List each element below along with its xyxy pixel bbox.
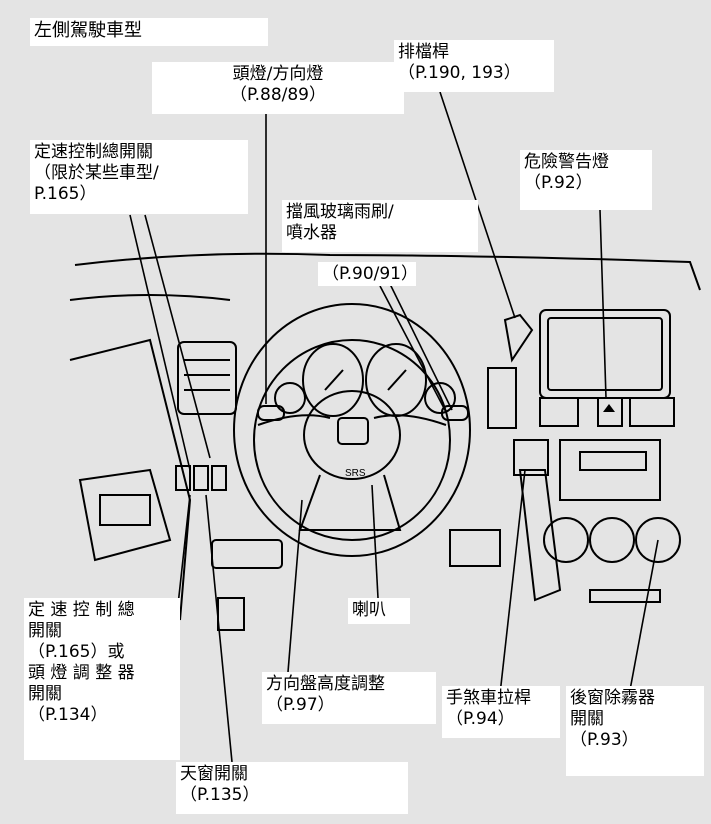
switch-2	[193, 465, 209, 491]
label-hazard: 危險警告燈 （P.92）	[520, 150, 652, 210]
leader-defroster	[629, 539, 659, 691]
leader-wiper-1	[389, 283, 453, 411]
leader-parking-brake	[499, 469, 526, 695]
switch-3	[211, 465, 227, 491]
lower-spoke	[298, 474, 402, 531]
label-moonroof: 天窗開關 （P.135）	[176, 762, 408, 814]
center-panel	[559, 439, 661, 501]
window-switches	[99, 494, 151, 526]
label-cruise-main: 定速控制總開關 （限於某些車型/ P.165）	[30, 140, 248, 214]
steering-wheel-rim	[233, 303, 471, 557]
lower-panel	[211, 539, 283, 569]
hazard-triangle-icon	[603, 404, 615, 412]
center-vent-right	[629, 397, 675, 427]
leader-steering-adjust	[287, 499, 303, 673]
gauge-tacho	[365, 343, 427, 417]
leader-moonroof	[205, 494, 233, 763]
door-panel	[69, 338, 192, 621]
left-vent	[177, 341, 237, 415]
label-wiper-page: （P.90/91）	[318, 262, 418, 286]
steering-hub	[303, 390, 401, 480]
parking-brake-lever	[518, 469, 562, 602]
label-steering-adjust: 方向盤高度調整 （P.97）	[262, 672, 436, 724]
leader-wiper-2	[379, 285, 447, 413]
center-tray	[449, 529, 501, 567]
switch-1	[175, 465, 191, 491]
leader-cruise-main-2	[144, 214, 211, 459]
gauge-small-left	[274, 382, 306, 414]
label-cruise-aim: 定 速 控 制 總 開關 （P.165）或 頭 燈 調 整 器 開關 （P.13…	[24, 598, 180, 760]
label-horn: 喇叭	[348, 598, 410, 624]
label-parking-brake: 手煞車拉桿 （P.94）	[442, 686, 560, 738]
shift-lever-knob	[503, 313, 534, 363]
label-shift-lever: 排檔桿 （P.190, 193）	[394, 40, 554, 92]
label-wiper: 擋風玻璃雨刷/ 噴水器	[282, 200, 478, 252]
knob-2	[589, 517, 635, 563]
dashboard-top-line	[74, 252, 701, 291]
gauge-speedo	[302, 343, 364, 417]
label-headlight: 頭燈/方向燈 （P.88/89）	[152, 62, 404, 114]
knee-switch	[217, 597, 245, 631]
door-switch-panel	[78, 468, 172, 562]
center-vent-left	[539, 397, 579, 427]
console-slot	[589, 589, 661, 603]
srs-badge: SRS	[345, 468, 366, 479]
leader-cruise-aim	[177, 494, 191, 606]
knob-3	[635, 517, 681, 563]
honda-emblem	[337, 417, 369, 445]
knob-1	[543, 517, 589, 563]
headlight-stalk	[257, 405, 285, 421]
leader-cruise-main-1	[129, 214, 191, 471]
shift-gate	[487, 367, 517, 429]
wiper-stalk	[441, 405, 469, 421]
hazard-button	[597, 397, 623, 427]
leader-horn	[371, 484, 379, 599]
label-defroster: 後窗除霧器 開關 （P.93）	[566, 686, 704, 776]
leader-hazard	[599, 209, 607, 399]
page-title: 左側駕駛車型	[30, 18, 268, 46]
